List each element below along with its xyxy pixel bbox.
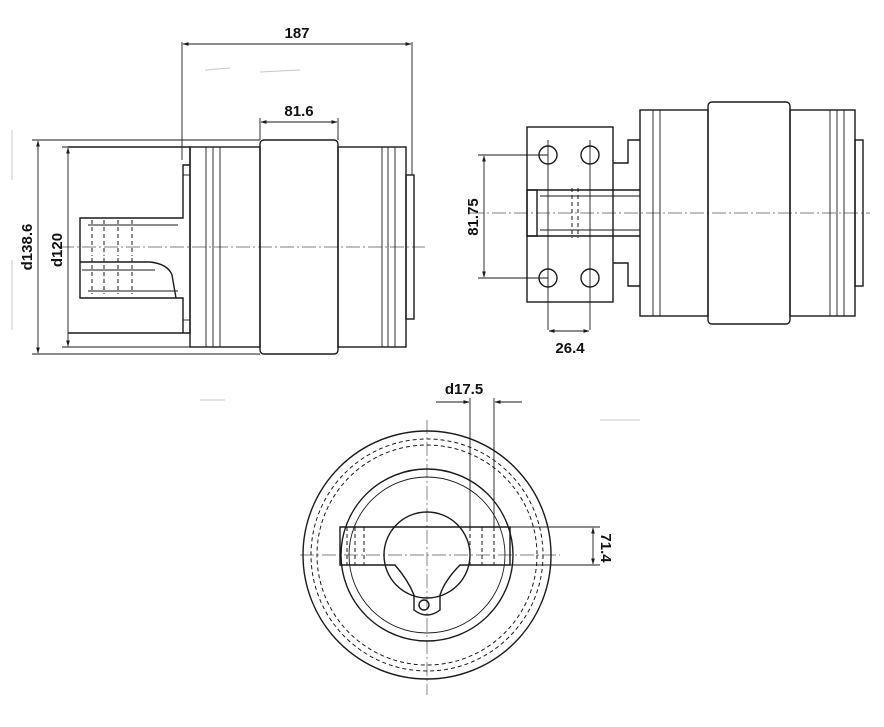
dim-inner-diameter: d120 bbox=[49, 233, 66, 267]
dim-outer-diameter: d138.6 bbox=[19, 224, 36, 271]
top-view: 81.75 26.4 bbox=[465, 101, 870, 357]
shaft-outline bbox=[68, 146, 191, 334]
outer-rim bbox=[302, 430, 552, 680]
front-view: d17.5 71.4 bbox=[300, 381, 614, 695]
mount-flange bbox=[339, 526, 511, 616]
dim-bolt-hole-diameter: d17.5 bbox=[445, 381, 483, 398]
end-cap bbox=[405, 174, 415, 320]
side-view: 187 81.6 d138.6 d120 bbox=[19, 25, 425, 355]
dim-bolt-spacing-horizontal: 26.4 bbox=[555, 340, 585, 357]
dim-overall-length: 187 bbox=[284, 25, 309, 42]
scan-artifacts bbox=[11, 67, 640, 421]
dim-roller-width: 81.6 bbox=[284, 103, 313, 120]
dim-flange-height: 71.4 bbox=[597, 533, 614, 563]
top-end-cap bbox=[854, 139, 864, 287]
dim-bolt-spacing-vertical: 81.75 bbox=[465, 198, 482, 236]
inner-rim bbox=[340, 468, 514, 642]
grease-hole bbox=[418, 599, 430, 611]
